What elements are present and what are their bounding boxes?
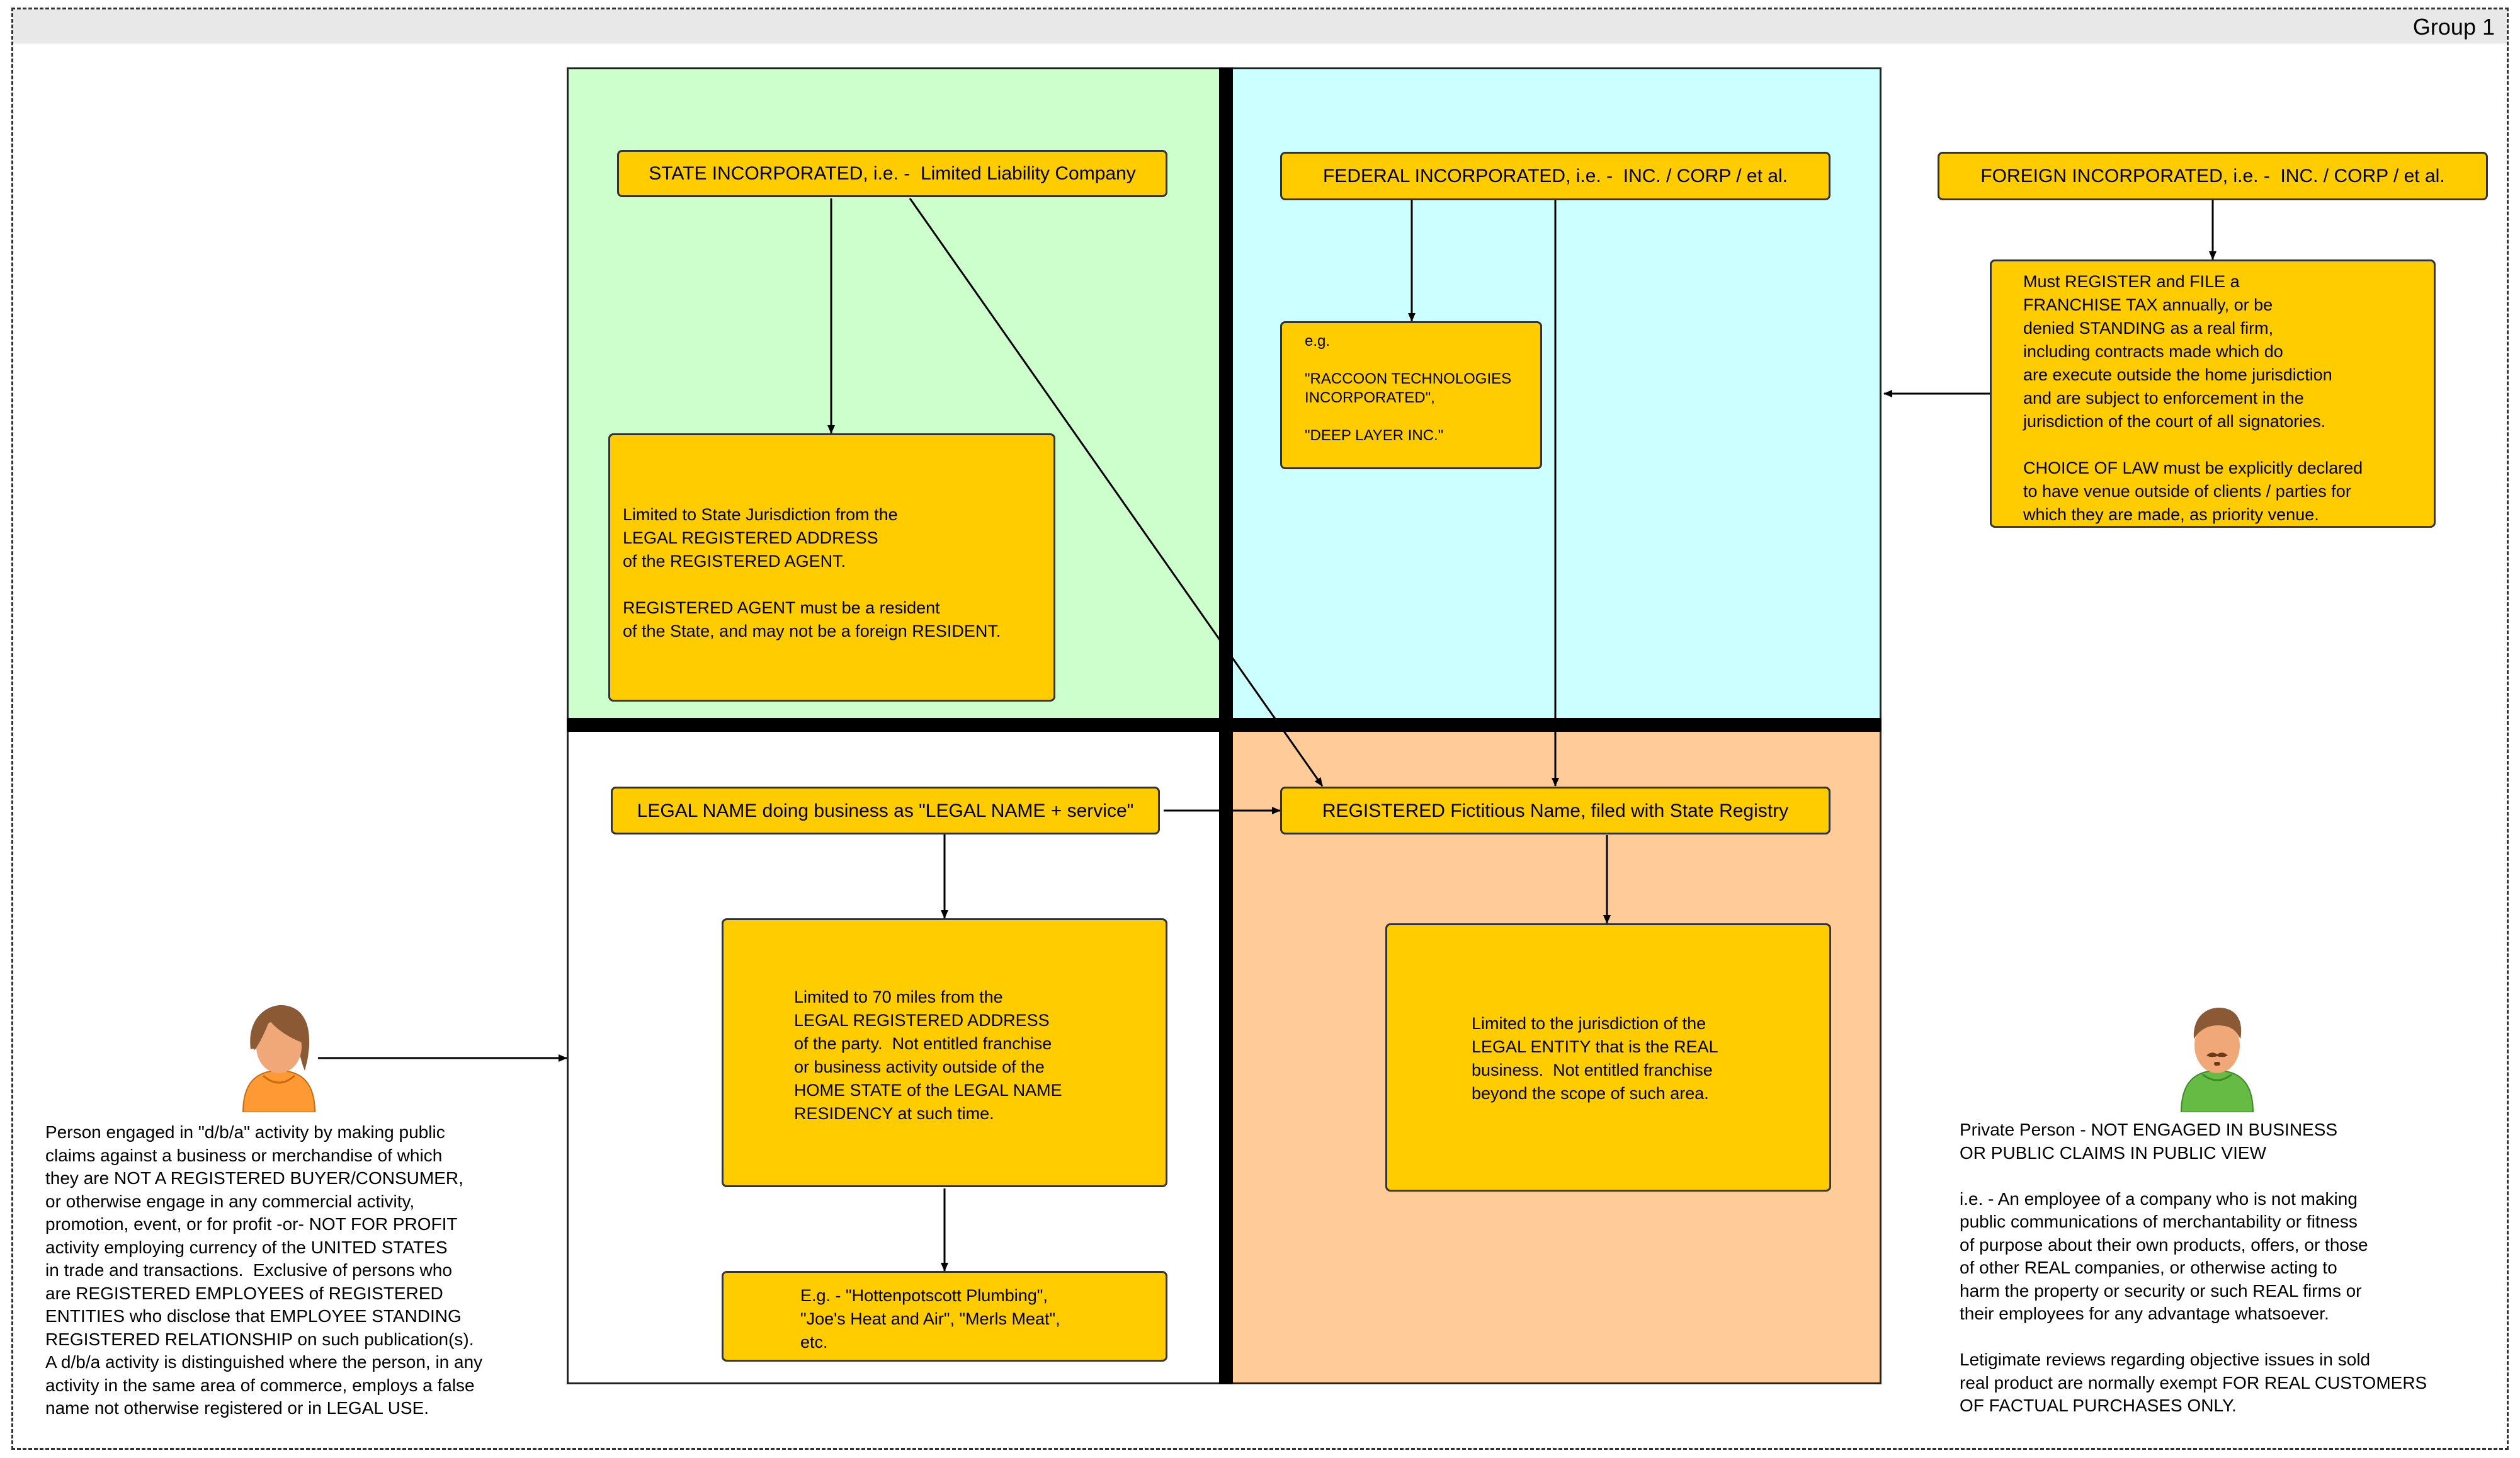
state-incorporated-box: STATE INCORPORATED, i.e. - Limited Liabi… (617, 150, 1167, 197)
foreign-incorporated-box: FOREIGN INCORPORATED, i.e. - INC. / CORP… (1938, 152, 2488, 200)
federal-incorporated-box: FEDERAL INCORPORATED, i.e. - INC. / CORP… (1280, 152, 1830, 200)
group-title: Group 1 (2412, 14, 2495, 40)
registered-fictitious-name-box: REGISTERED Fictitious Name, filed with S… (1280, 787, 1830, 834)
female-person-icon (242, 1005, 316, 1112)
federal-examples-box: e.g. "RACCOON TECHNOLOGIES INCORPORATED"… (1280, 321, 1542, 469)
connector-state-to-fictitious (909, 198, 1324, 787)
group-frame (11, 8, 2509, 1450)
male-person-icon (2180, 1008, 2254, 1112)
foreign-registration-box: Must REGISTER and FILE a FRANCHISE TAX a… (1990, 259, 2436, 528)
state-jurisdiction-box: Limited to State Jurisdiction from the L… (608, 433, 1055, 702)
dba-examples-box: E.g. - "Hottenpotscott Plumbing", "Joe's… (722, 1271, 1167, 1362)
dba-jurisdiction-box: Limited to 70 miles from the LEGAL REGIS… (722, 918, 1167, 1187)
group-header-bar (13, 9, 2507, 43)
dba-person-caption: Person engaged in "d/b/a" activity by ma… (45, 1122, 483, 1418)
fictitious-jurisdiction-box: Limited to the jurisdiction of the LEGAL… (1385, 923, 1831, 1192)
horizontal-divider (567, 718, 1881, 732)
private-person-caption: Private Person - NOT ENGAGED IN BUSINESS… (1960, 1120, 2427, 1415)
legal-name-dba-box: LEGAL NAME doing business as "LEGAL NAME… (611, 787, 1160, 834)
